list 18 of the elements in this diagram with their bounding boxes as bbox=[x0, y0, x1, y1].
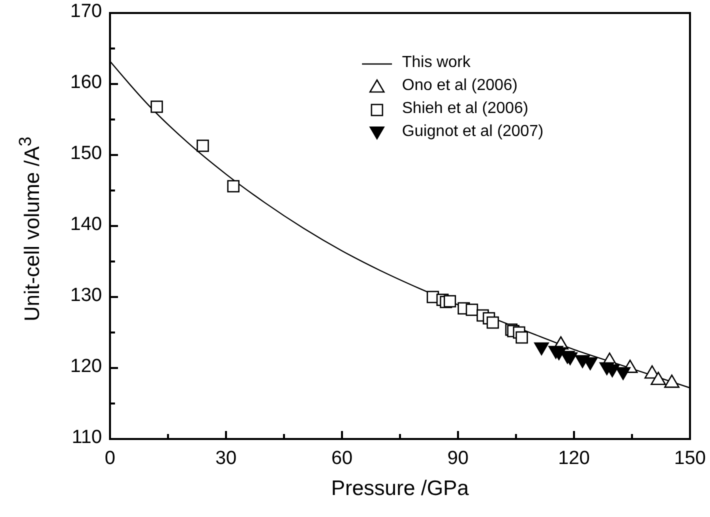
tick-label: 120 bbox=[557, 448, 591, 470]
tick-label: 150 bbox=[673, 448, 707, 470]
tick-label: 140 bbox=[69, 214, 102, 236]
tick-label: 60 bbox=[330, 448, 354, 470]
tick-label: 0 bbox=[104, 448, 116, 470]
axis-title: Pressure /GPa bbox=[330, 477, 470, 501]
tick-label: 120 bbox=[69, 356, 102, 378]
legend-label: Shieh et al (2006) bbox=[402, 100, 528, 118]
tick-label: 110 bbox=[70, 427, 102, 449]
tick-label: 90 bbox=[446, 448, 470, 470]
legend-label: Ono et al (2006) bbox=[402, 77, 518, 95]
tick-label: 150 bbox=[69, 143, 102, 165]
legend-label: This work bbox=[402, 54, 470, 72]
tick-label: 30 bbox=[214, 448, 238, 470]
tick-label: 170 bbox=[69, 1, 102, 23]
tick-label: 160 bbox=[69, 72, 102, 94]
legend-label: Guignot et al (2007) bbox=[402, 123, 544, 141]
tick-label: 130 bbox=[69, 285, 102, 307]
